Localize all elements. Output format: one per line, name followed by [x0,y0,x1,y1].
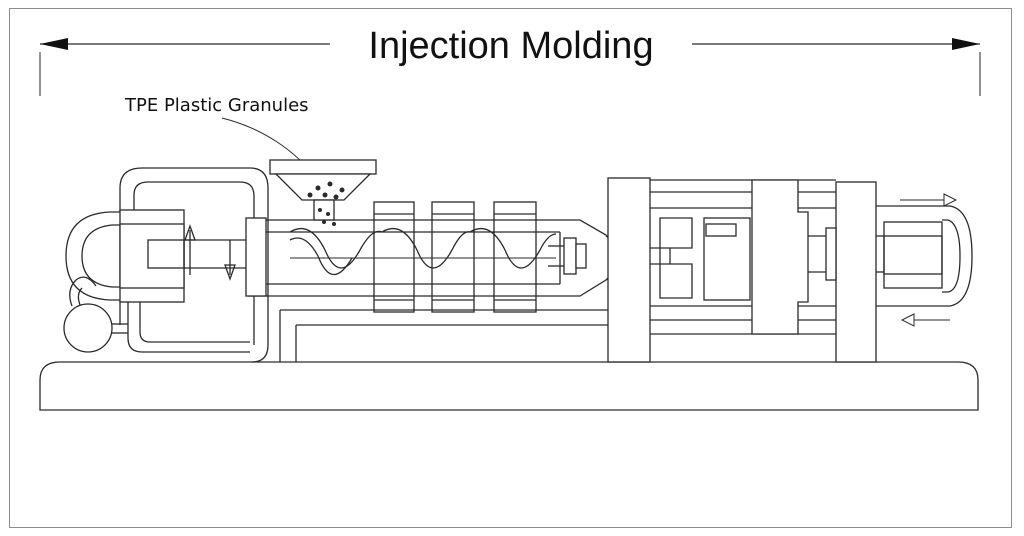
screw-tip [548,237,587,275]
title-span-arrow [39,38,981,96]
moving-platen [751,179,809,335]
tie-bars [650,179,836,335]
reciprocating-screw [289,227,557,276]
heater-bands [373,201,537,313]
injection-cylinder [65,209,185,303]
hopper [269,159,377,226]
hydraulic-circuit [119,167,269,363]
diagram-title: Injection Molding [368,25,653,67]
piston-rod [184,239,248,269]
clamp-direction-arrows [900,193,958,327]
hydraulic-motor [63,276,128,353]
injection-barrel [245,217,611,297]
fixed-platen [607,177,651,363]
clamp-unit [808,181,973,363]
mold-halves [650,217,751,301]
hopper-label: TPE Plastic Granules [124,95,309,116]
flow-arrow-down-icon [224,240,236,281]
machine-base [39,309,979,411]
